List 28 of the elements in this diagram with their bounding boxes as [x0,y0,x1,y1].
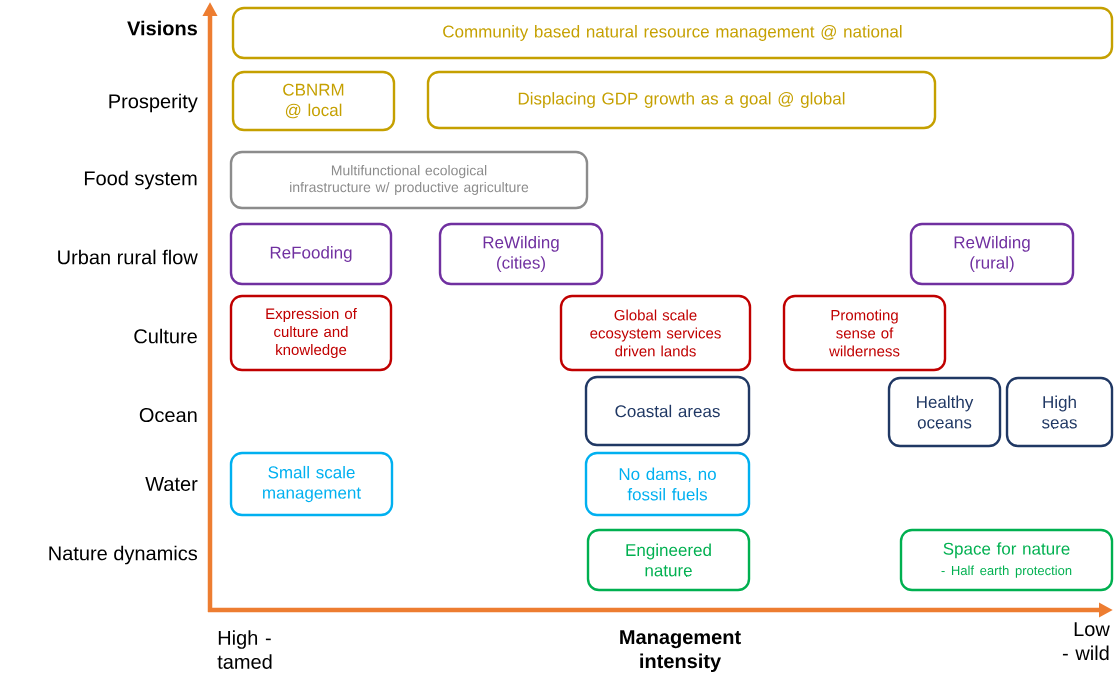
box: ReWilding (rural) [909,222,1075,286]
box: ReFooding [229,222,393,286]
box: ReWilding (cities) [438,222,604,286]
box: Healthy oceans [887,376,1002,448]
box: Multifunctional ecological infrastructure w/ productive agriculture [229,150,589,210]
row-label: Food system [84,170,197,190]
box: Expression of culture and knowledge [229,294,393,372]
box: Small scale management [229,451,394,517]
axis-label: Low - wild [1062,622,1110,661]
box: Engineered nature [586,528,751,592]
row-label: Ocean [139,407,197,423]
axis-title: Management intensity [620,630,741,673]
row-label: Nature dynamics [49,545,198,565]
row-label: Water [145,477,198,491]
box: Promoting sense of wilderness [782,294,947,372]
box: Global scale ecosystem services driven lands [559,294,752,372]
row-label: Urban rural flow [58,249,198,265]
row-label: Prosperity [109,93,198,113]
box: Space for nature - Half earth protection [899,528,1114,592]
row-label: Culture [134,328,197,344]
axis-label: High - tamed [217,630,272,669]
row-label: Visions [127,20,197,36]
box: Displacing GDP growth as a goal @ global [426,70,937,130]
box: Community based natural resource management @ national [231,6,1114,60]
box: Coastal areas [584,375,751,447]
box: No dams, no fossil fuels [584,451,751,517]
box: CBNRM @ local [231,70,396,132]
box: High seas [1005,376,1114,448]
